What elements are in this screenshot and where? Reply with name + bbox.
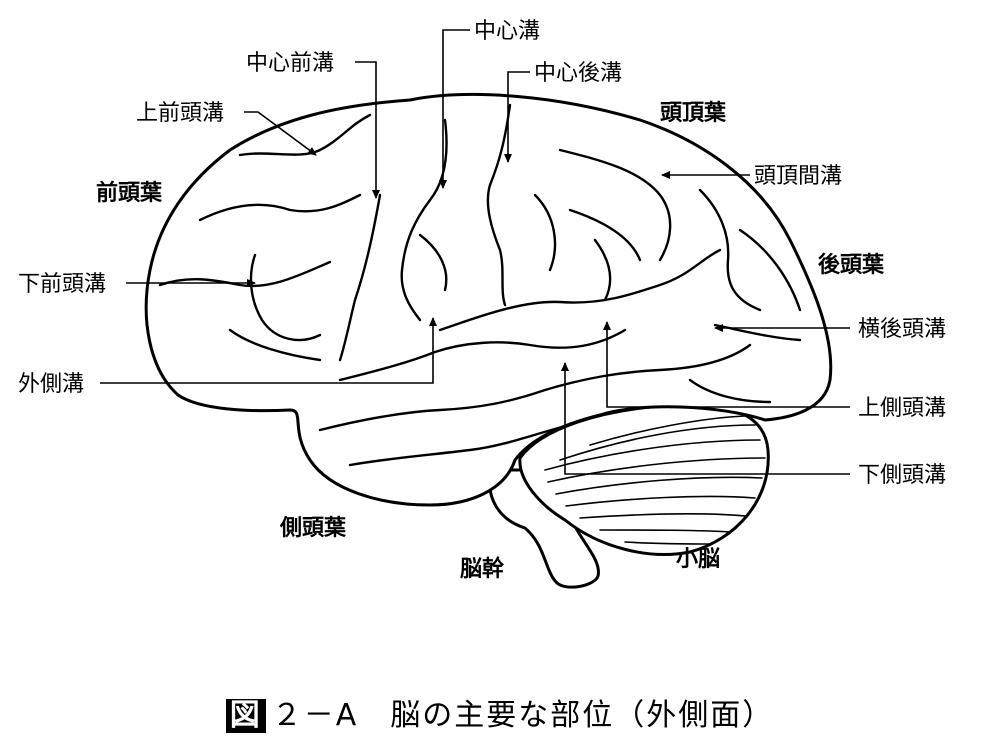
label-superior-temporal-sulcus: 上側頭溝 — [858, 396, 946, 421]
label-postcentral-sulcus: 中心後溝 — [534, 61, 622, 86]
label-central-sulcus: 中心溝 — [474, 19, 540, 44]
label-precentral-sulcus: 中心前溝 — [246, 51, 334, 76]
label-parietal-lobe: 頭頂葉 — [660, 101, 727, 126]
label-superior-frontal-sulcus: 上前頭溝 — [136, 101, 224, 126]
label-cerebellum: 小脳 — [676, 547, 720, 572]
label-brainstem: 脳幹 — [460, 556, 505, 582]
figure-caption-text: ２－A 脳の主要な部位（外側面） — [271, 698, 775, 733]
label-temporal-lobe: 側頭葉 — [279, 516, 347, 541]
label-inferior-frontal-sulcus: 下前頭溝 — [18, 272, 106, 297]
cerebral-gyri — [158, 103, 802, 467]
leader-lines — [100, 29, 850, 475]
cerebellum-folia — [544, 415, 766, 545]
label-transverse-occipital-sulcus: 横後頭溝 — [858, 317, 946, 342]
label-occipital-lobe: 後頭葉 — [818, 252, 885, 278]
label-inferior-temporal-sulcus: 下側頭溝 — [858, 463, 946, 488]
label-frontal-lobe: 前頭葉 — [96, 180, 163, 206]
label-intraparietal-sulcus: 頭頂間溝 — [754, 164, 842, 189]
label-lateral-sulcus: 外側溝 — [18, 372, 84, 397]
figure-mark: 図 — [225, 699, 266, 733]
cerebrum-shape — [144, 92, 833, 507]
